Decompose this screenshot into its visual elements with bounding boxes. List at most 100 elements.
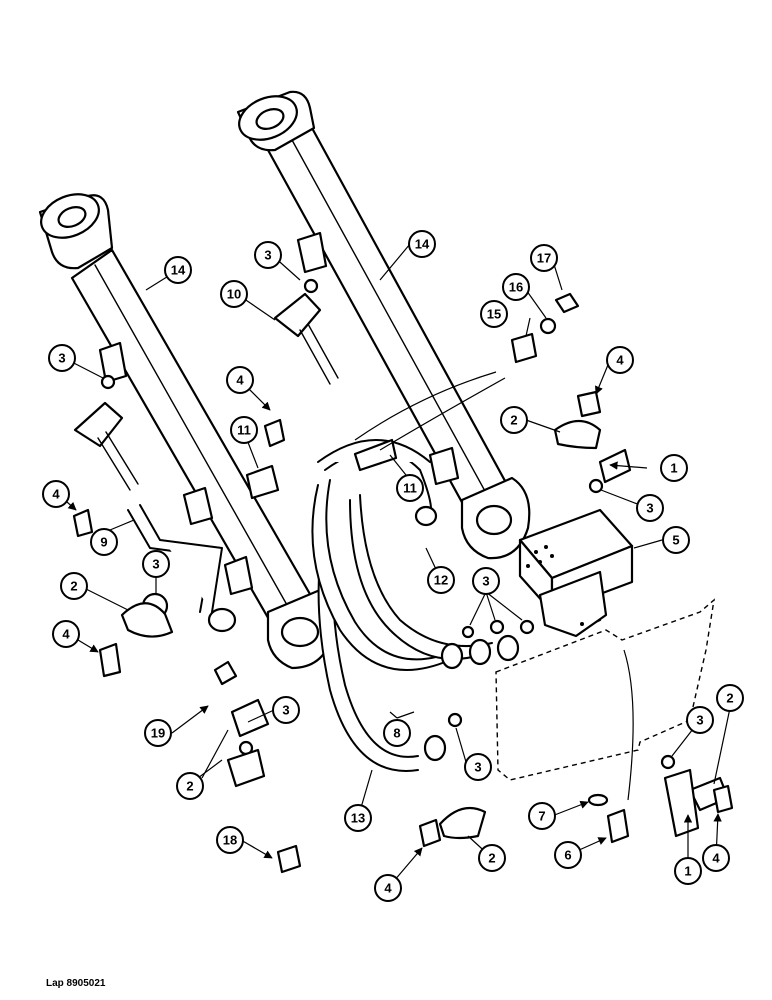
- callout-circle: [52, 620, 80, 648]
- callout-1: 1: [660, 454, 688, 482]
- callout-label: 4: [712, 851, 720, 866]
- callout-circle: [472, 567, 500, 595]
- hydraulic-hoses: [127, 439, 493, 772]
- drawing-reference-number: Lap 8905021: [46, 978, 106, 989]
- callout-label: 1: [684, 864, 691, 879]
- callout-13: 13: [344, 804, 372, 832]
- callout-label: 6: [564, 848, 571, 863]
- callout-label: 11: [403, 481, 417, 496]
- callout-circle: [216, 826, 244, 854]
- callout-4: 4: [374, 874, 402, 902]
- callout-label: 2: [488, 851, 495, 866]
- callout-circle: [478, 844, 506, 872]
- callout-circle: [144, 719, 172, 747]
- callout-16: 16: [502, 273, 530, 301]
- callout-label: 4: [616, 353, 624, 368]
- callout-15: 15: [480, 300, 508, 328]
- callout-circle: [383, 719, 411, 747]
- callout-14: 14: [408, 230, 436, 258]
- callout-circle: [42, 480, 70, 508]
- callout-circle: [427, 566, 455, 594]
- callout-9: 9: [90, 528, 118, 556]
- left-hydraulic-cylinder: [38, 193, 336, 670]
- callout-label: 3: [264, 248, 271, 263]
- callout-14: 14: [164, 256, 192, 284]
- callout-circle: [142, 550, 170, 578]
- callout-label: 5: [672, 533, 679, 548]
- callout-label: 9: [100, 535, 107, 550]
- callout-7: 7: [528, 802, 556, 830]
- callout-circle: [528, 802, 556, 830]
- callout-label: 2: [510, 413, 517, 428]
- callout-circle: [374, 874, 402, 902]
- callout-circle: [344, 804, 372, 832]
- callout-2: 2: [60, 572, 88, 600]
- callout-8: 8: [383, 719, 411, 747]
- callout-circle: [500, 406, 528, 434]
- callout-label: 11: [237, 423, 251, 438]
- callout-label: 17: [537, 251, 551, 266]
- callout-2: 2: [176, 772, 204, 800]
- callout-label: 3: [474, 760, 481, 775]
- callout-4: 4: [42, 480, 70, 508]
- callout-circle: [674, 857, 702, 885]
- callout-circle: [660, 454, 688, 482]
- callout-4: 4: [606, 346, 634, 374]
- callout-label: 4: [384, 881, 392, 896]
- callout-4: 4: [226, 366, 254, 394]
- callout-3: 3: [142, 550, 170, 578]
- callout-circle: [272, 696, 300, 724]
- callout-2: 2: [478, 844, 506, 872]
- callout-circle: [254, 241, 282, 269]
- callout-circle: [480, 300, 508, 328]
- callout-label: 16: [509, 280, 523, 295]
- callout-3: 3: [686, 706, 714, 734]
- callout-circle: [554, 841, 582, 869]
- callout-label: 3: [482, 574, 489, 589]
- callout-label: 12: [434, 573, 448, 588]
- callout-label: 14: [415, 237, 430, 252]
- callout-5: 5: [662, 526, 690, 554]
- callout-3: 3: [272, 696, 300, 724]
- callout-circle: [396, 474, 424, 502]
- callout-11: 11: [230, 416, 258, 444]
- mounting-plate-outline: [495, 598, 715, 781]
- callout-label: 3: [696, 713, 703, 728]
- callout-label: 15: [487, 307, 501, 322]
- callout-label: 2: [70, 579, 77, 594]
- callout-circle: [90, 528, 118, 556]
- callout-label: 3: [282, 703, 289, 718]
- callout-11: 11: [396, 474, 424, 502]
- control-valve-block: [518, 508, 634, 638]
- callout-4: 4: [702, 844, 730, 872]
- callout-label: 3: [646, 501, 653, 516]
- callout-circle: [464, 753, 492, 781]
- callout-label: 2: [726, 691, 733, 706]
- callout-circle: [176, 772, 204, 800]
- callout-circle: [716, 684, 744, 712]
- callout-label: 2: [186, 779, 193, 794]
- callout-circle: [226, 366, 254, 394]
- callout-circle: [530, 244, 558, 272]
- callout-label: 7: [538, 809, 545, 824]
- callout-label: 14: [171, 263, 186, 278]
- callout-2: 2: [500, 406, 528, 434]
- fittings-and-hardware: [72, 278, 734, 874]
- callout-circle: [662, 526, 690, 554]
- callout-2: 2: [716, 684, 744, 712]
- callout-17: 17: [530, 244, 558, 272]
- callout-circle: [220, 280, 248, 308]
- callout-circle: [686, 706, 714, 734]
- callout-circle: [230, 416, 258, 444]
- callout-6: 6: [554, 841, 582, 869]
- callout-label: 18: [223, 833, 237, 848]
- callout-circle: [702, 844, 730, 872]
- callout-circle: [502, 273, 530, 301]
- callout-circle: [164, 256, 192, 284]
- callout-label: 4: [62, 627, 70, 642]
- callout-circle: [606, 346, 634, 374]
- callout-label: 19: [151, 726, 165, 741]
- callout-3: 3: [464, 753, 492, 781]
- callout-label: 3: [152, 557, 159, 572]
- callout-12: 12: [427, 566, 455, 594]
